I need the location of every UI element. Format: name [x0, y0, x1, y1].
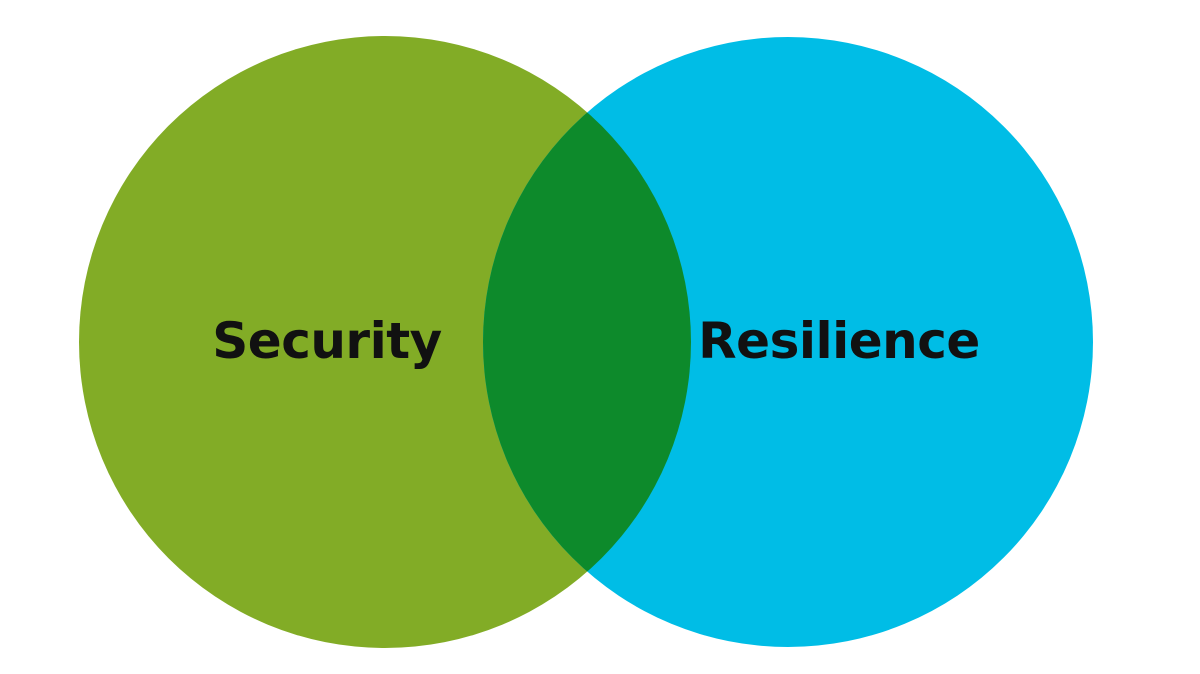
overlap-region: [483, 37, 691, 647]
resilience-label: Resilience: [698, 312, 980, 370]
security-label: Security: [212, 312, 441, 370]
